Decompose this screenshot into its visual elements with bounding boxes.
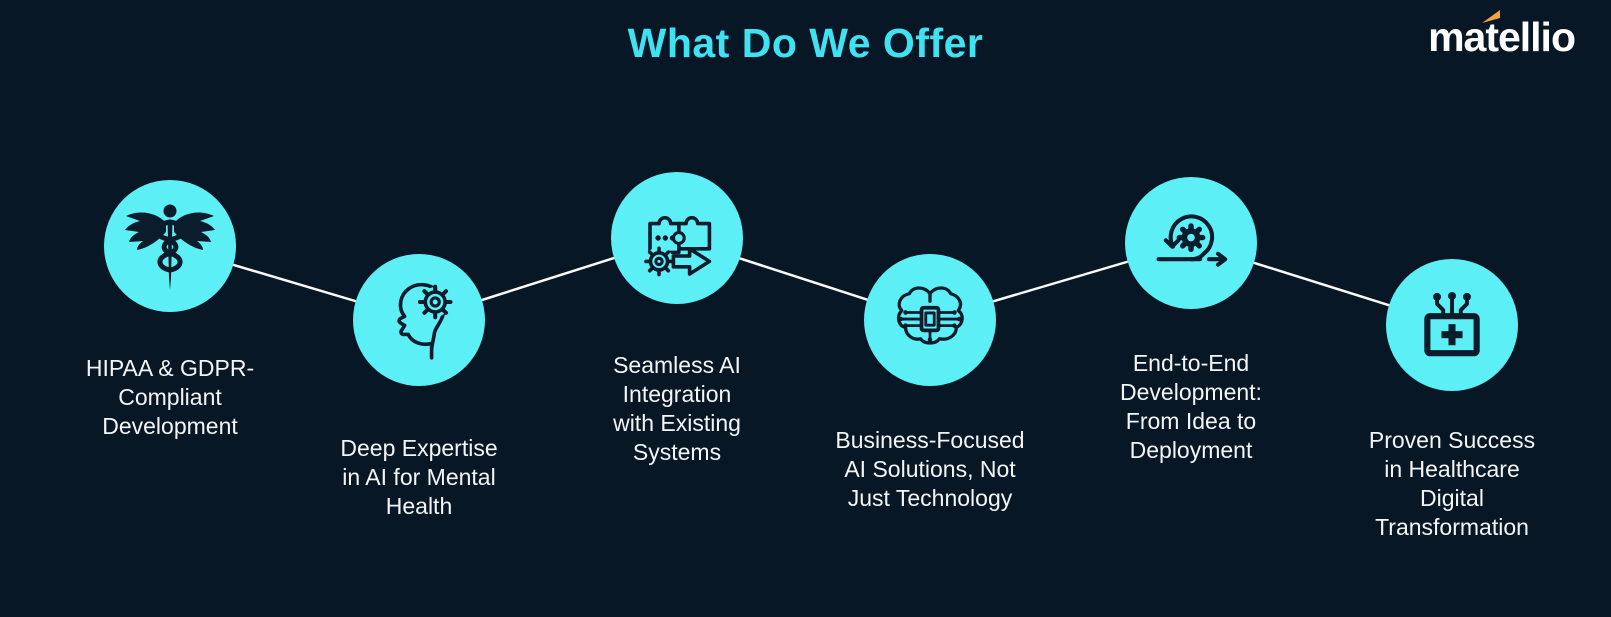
digital-health-icon <box>1424 292 1480 357</box>
logo-text: matellio <box>1428 14 1576 60</box>
offer-label-integration: Seamless AI Integration with Existing Sy… <box>613 352 741 465</box>
offer-circle-expertise <box>353 254 485 386</box>
offer-label-expertise: Deep Expertise in AI for Mental Health <box>340 435 498 519</box>
offer-circle-integration <box>611 172 743 304</box>
puzzle-integration-icon <box>644 215 712 277</box>
head-gear-icon <box>397 282 453 360</box>
offer-circle-hipaa <box>104 180 236 312</box>
offer-circle-endtoend <box>1125 177 1257 309</box>
offer-label-hipaa: HIPAA & GDPR- Compliant Development <box>85 355 255 439</box>
offer-label-endtoend: End-to-End Development: From Idea to Dep… <box>1120 350 1262 463</box>
agile-sprint-icon <box>1156 214 1228 267</box>
offer-label-success: Proven Success in Healthcare Digital Tra… <box>1368 427 1536 540</box>
ai-brain-chip-icon <box>896 286 964 345</box>
offer-label-business: Business-Focused AI Solutions, Not Just … <box>835 427 1025 511</box>
page-title: What Do We Offer <box>627 20 984 66</box>
caduceus-icon <box>125 204 215 290</box>
matellio-logo: matellio <box>1428 10 1576 61</box>
offer-circle-business <box>864 254 996 386</box>
offer-circle-success <box>1386 259 1518 391</box>
